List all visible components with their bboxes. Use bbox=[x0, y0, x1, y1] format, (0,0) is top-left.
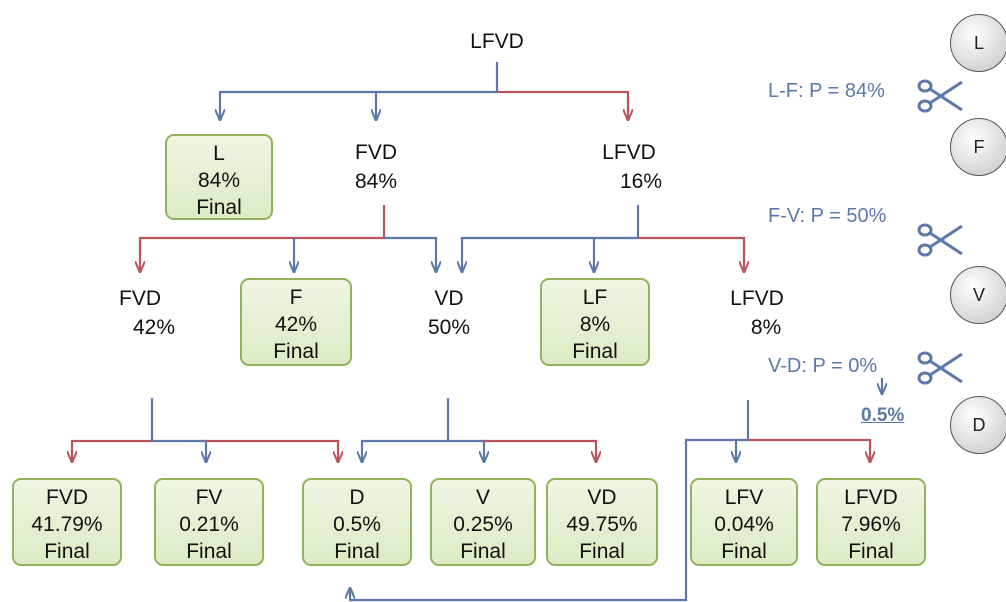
node-status: Final bbox=[848, 540, 894, 563]
connector-blue bbox=[462, 205, 640, 272]
connector-red bbox=[72, 439, 152, 462]
scissors-icon bbox=[917, 79, 963, 113]
scissors-icon bbox=[917, 351, 963, 385]
leaf-fvd: FVD 41.79% Final bbox=[12, 478, 122, 566]
node-percent: 16% bbox=[619, 170, 663, 193]
node-name: LFVD bbox=[730, 287, 784, 310]
node-name: L bbox=[213, 142, 225, 165]
connector-red bbox=[484, 439, 596, 462]
node-name: FVD bbox=[46, 486, 88, 509]
connector-red bbox=[206, 439, 338, 462]
node-name: F bbox=[289, 286, 303, 309]
node-name: VD bbox=[434, 287, 464, 310]
node-status: Final bbox=[186, 540, 232, 563]
connector-blue bbox=[362, 398, 450, 462]
node-vd: VD 50% bbox=[404, 284, 494, 342]
node-percent: 84% bbox=[354, 170, 398, 193]
rule-v-d: V-D: P = 0% bbox=[768, 355, 878, 377]
node-fvd-42: FVD 42% bbox=[92, 284, 188, 342]
node-status: Final bbox=[572, 340, 618, 363]
connector-blue bbox=[736, 400, 750, 462]
circle-f: F bbox=[950, 118, 1006, 176]
connector-blue bbox=[350, 438, 736, 602]
leaf-v: V 0.25% Final bbox=[430, 478, 536, 566]
node-status: Final bbox=[460, 540, 506, 563]
connector-red bbox=[140, 205, 386, 272]
node-status: Final bbox=[334, 540, 380, 563]
node-percent: 0.21% bbox=[179, 513, 239, 536]
node-percent: 50% bbox=[427, 316, 471, 339]
rule-l-f: L-F: P = 84% bbox=[768, 80, 885, 102]
connector-blue bbox=[448, 439, 484, 462]
node-name: LF bbox=[582, 286, 608, 309]
node-percent: 8% bbox=[750, 316, 782, 339]
node-percent: 42% bbox=[132, 316, 176, 339]
node-name: LFV bbox=[724, 486, 764, 509]
node-percent: 0.5% bbox=[333, 513, 381, 536]
circle-d: D bbox=[950, 396, 1006, 454]
node-name: FV bbox=[195, 486, 223, 509]
node-status: Final bbox=[44, 540, 90, 563]
node-percent: 42% bbox=[274, 313, 318, 336]
node-name: LFVD bbox=[470, 30, 524, 53]
node-lfvd-8: LFVD 8% bbox=[712, 284, 802, 342]
node-status: Final bbox=[721, 540, 767, 563]
node-percent: 41.79% bbox=[31, 513, 103, 536]
rule-f-v: F-V: P = 50% bbox=[768, 205, 887, 227]
node-fvd: FVD 84% bbox=[330, 138, 422, 196]
leaf-lfvd: LFVD 7.96% Final bbox=[816, 478, 926, 566]
node-name: LFVD bbox=[844, 486, 898, 509]
node-name: VD bbox=[587, 486, 617, 509]
node-status: Final bbox=[579, 540, 625, 563]
node-name: LFVD bbox=[602, 141, 656, 164]
node-percent: 0.04% bbox=[714, 513, 774, 536]
connector-red bbox=[748, 438, 870, 462]
node-lfvd: LFVD 16% bbox=[584, 138, 674, 196]
circle-v: V bbox=[950, 266, 1006, 324]
circle-l: L bbox=[950, 14, 1006, 72]
redirect-percent: 0.5% bbox=[861, 405, 905, 426]
leaf-vd: VD 49.75% Final bbox=[546, 478, 658, 566]
node-name: D bbox=[349, 486, 365, 509]
node-root: LFVD bbox=[450, 27, 544, 56]
connector-red bbox=[497, 90, 628, 120]
connector-red bbox=[638, 236, 744, 272]
node-percent: 84% bbox=[197, 169, 241, 192]
connector-blue bbox=[384, 236, 436, 272]
node-percent: 7.96% bbox=[841, 513, 901, 536]
node-percent: 8% bbox=[579, 313, 611, 336]
node-name: FVD bbox=[355, 141, 397, 164]
node-lf-final: LF 8% Final bbox=[540, 278, 650, 366]
node-percent: 0.25% bbox=[453, 513, 513, 536]
node-status: Final bbox=[273, 340, 319, 363]
connector-blue bbox=[220, 62, 499, 120]
node-f-final: F 42% Final bbox=[240, 278, 352, 366]
node-l-final: L 84% Final bbox=[165, 134, 273, 220]
node-status: Final bbox=[196, 196, 242, 219]
leaf-fv: FV 0.21% Final bbox=[154, 478, 264, 566]
node-percent: 49.75% bbox=[566, 513, 638, 536]
node-name: V bbox=[475, 486, 490, 509]
leaf-lfv: LFV 0.04% Final bbox=[690, 478, 798, 566]
connector-blue bbox=[150, 398, 206, 462]
leaf-d: D 0.5% Final bbox=[302, 478, 412, 566]
node-name: FVD bbox=[119, 287, 161, 310]
scissors-icon bbox=[917, 223, 963, 257]
